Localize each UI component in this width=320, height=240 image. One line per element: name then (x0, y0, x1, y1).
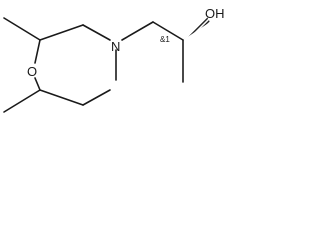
oxygen-atom-label: O (27, 64, 37, 79)
bond-ch2-chiral (152, 21, 184, 41)
bond-n-ch2-top (82, 24, 111, 41)
bond-c2-methyl (3, 17, 41, 41)
nitrogen-atom-label: N (111, 39, 120, 54)
bond-o-c6 (34, 77, 41, 91)
molecule-structure: N O OH &1 (3, 6, 225, 113)
hydroxyl-label: OH (205, 6, 225, 21)
bond-c6-ch2-bottom (39, 89, 84, 106)
bond-ch2-top-c2 (39, 24, 84, 41)
bond-n-ch2-side (121, 21, 154, 41)
bond-c2-o (34, 39, 41, 64)
stereo-descriptor-label: &1 (160, 35, 170, 44)
hashed-wedge-bond (183, 17, 210, 40)
bond-ch2-bottom-n (82, 89, 111, 106)
bond-c6-methyl (3, 89, 41, 113)
